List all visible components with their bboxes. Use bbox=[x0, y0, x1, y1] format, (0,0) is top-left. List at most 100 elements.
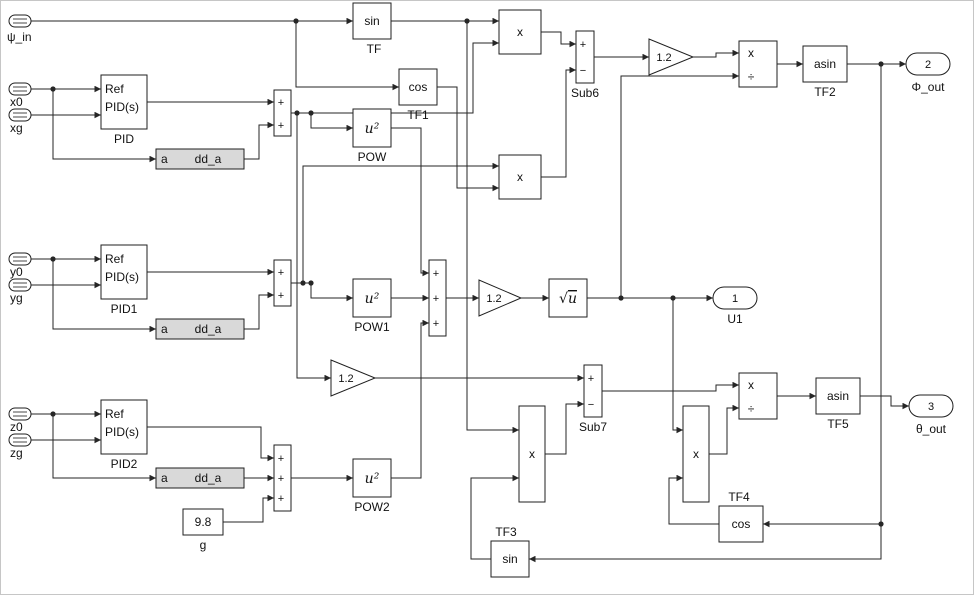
wire-gain-to-div-phi[interactable] bbox=[693, 49, 739, 58]
sum-z-block[interactable]: + + + bbox=[273, 444, 292, 512]
gain-u1-body[interactable] bbox=[478, 279, 523, 317]
wire-sin-tf3-to-mult-bl[interactable] bbox=[470, 474, 519, 560]
outport-phi-icon[interactable] bbox=[905, 52, 951, 76]
gain-u1-block[interactable]: 1.2 bbox=[478, 279, 523, 317]
inport-icon[interactable] bbox=[8, 278, 32, 292]
gravity-constant-body[interactable] bbox=[182, 508, 224, 536]
dda-block[interactable]: a dd_a bbox=[155, 148, 245, 170]
pow1-block[interactable]: u² POW1 bbox=[352, 278, 392, 334]
wire-cos-to-mult-mid[interactable] bbox=[437, 86, 499, 192]
wire-psi-to-cos[interactable] bbox=[295, 21, 399, 91]
sin-tf3-body[interactable] bbox=[490, 540, 530, 578]
dda2-block[interactable]: a dd_a bbox=[155, 467, 245, 489]
pid1-body[interactable] bbox=[100, 244, 148, 300]
wire-mult-br-to-div-theta[interactable] bbox=[709, 404, 739, 455]
sqrt-body[interactable] bbox=[548, 278, 588, 318]
mult-bottom-left-body[interactable] bbox=[518, 405, 546, 503]
asin-theta-block[interactable]: asin TF5 bbox=[815, 377, 861, 431]
wire-pow2-to-sumsq[interactable] bbox=[391, 319, 429, 479]
inport-zg[interactable]: zg bbox=[8, 433, 32, 460]
divide-theta-block[interactable]: x ÷ bbox=[738, 372, 778, 420]
cos-tf4-block[interactable]: cos TF4 bbox=[718, 490, 764, 543]
sum-y-body[interactable] bbox=[273, 259, 292, 307]
inport-yg[interactable]: yg bbox=[8, 278, 32, 305]
cos-tf1-body[interactable] bbox=[398, 68, 438, 106]
gravity-constant-block[interactable]: 9.8 g bbox=[182, 508, 224, 552]
wire-mult-bl-to-sub7[interactable] bbox=[545, 400, 584, 455]
asin-phi-body[interactable] bbox=[802, 45, 848, 83]
wire-cos-tf4-to-mult-br[interactable] bbox=[668, 474, 719, 525]
pid1-block[interactable]: Ref PID(s) PID1 bbox=[100, 244, 148, 316]
wire-mult-mid-to-sub6[interactable] bbox=[541, 66, 576, 178]
outport-theta-icon[interactable] bbox=[908, 394, 954, 418]
wire-g-to-sumz[interactable] bbox=[223, 494, 274, 523]
wire-sumx-to-pow[interactable] bbox=[310, 113, 353, 132]
wire-dda1-to-sumy[interactable] bbox=[244, 291, 274, 330]
wire-pid2-to-sumz[interactable] bbox=[147, 426, 274, 462]
pid-block[interactable]: Ref PID(s) PID bbox=[100, 74, 148, 146]
outport-phi[interactable]: 2 Φ_out bbox=[905, 52, 951, 94]
outport-u1[interactable]: 1 U1 bbox=[712, 286, 758, 326]
wire-sumy-to-pow1[interactable] bbox=[291, 282, 353, 302]
sub6-block[interactable]: + − Sub6 bbox=[571, 30, 599, 100]
sum-y-block[interactable]: + + bbox=[273, 259, 292, 307]
pid2-body[interactable] bbox=[100, 399, 148, 455]
inport-icon[interactable] bbox=[8, 433, 32, 447]
mult-mid-block[interactable]: x bbox=[498, 154, 542, 200]
sub7-body[interactable] bbox=[583, 364, 603, 418]
inport-x0[interactable]: x0 bbox=[8, 82, 32, 109]
inport-y0[interactable]: y0 bbox=[8, 252, 32, 279]
wire-x0-to-dda[interactable] bbox=[52, 89, 156, 163]
sin-tf-block[interactable]: sin TF bbox=[352, 2, 392, 56]
gain-theta-body[interactable] bbox=[330, 359, 377, 397]
wire-pow-to-sumsq[interactable] bbox=[391, 127, 429, 277]
pid2-block[interactable]: Ref PID(s) PID2 bbox=[100, 399, 148, 471]
mult-bottom-right-body[interactable] bbox=[682, 405, 710, 503]
inport-icon[interactable] bbox=[8, 252, 32, 266]
cos-tf1-block[interactable]: cos TF1 bbox=[398, 68, 438, 122]
dda1-body[interactable] bbox=[155, 318, 245, 340]
mult-top-block[interactable]: x bbox=[498, 9, 542, 55]
wire-sumx-to-mult-top[interactable] bbox=[291, 39, 499, 114]
wire-sumx-to-gain-theta[interactable] bbox=[296, 113, 331, 382]
sin-tf-body[interactable] bbox=[352, 2, 392, 40]
wire-sub7-to-div-theta[interactable] bbox=[602, 381, 739, 392]
wire-dda-to-sumx[interactable] bbox=[244, 121, 274, 160]
asin-theta-body[interactable] bbox=[815, 377, 861, 415]
mult-top-body[interactable] bbox=[498, 9, 542, 55]
asin-phi-block[interactable]: asin TF2 bbox=[802, 45, 848, 99]
sqrt-block[interactable]: √u bbox=[548, 278, 588, 318]
divide-phi-body[interactable] bbox=[738, 40, 778, 88]
inport-z0[interactable]: z0 bbox=[8, 407, 32, 434]
mult-mid-body[interactable] bbox=[498, 154, 542, 200]
outport-theta[interactable]: 3 θ_out bbox=[908, 394, 954, 436]
inport-icon[interactable] bbox=[8, 407, 32, 421]
wire-asin-to-thetaport[interactable] bbox=[860, 395, 909, 410]
sum-squares-body[interactable] bbox=[428, 259, 447, 337]
wire-sin-to-mult-bl[interactable] bbox=[466, 21, 519, 434]
pow-block[interactable]: u² POW bbox=[352, 108, 392, 164]
wire-sumy-to-mult-mid[interactable] bbox=[302, 162, 499, 283]
inport-psi[interactable]: ψ_in bbox=[7, 14, 32, 44]
divide-phi-block[interactable]: x ÷ bbox=[738, 40, 778, 88]
pow2-body[interactable] bbox=[352, 458, 392, 498]
inport-icon[interactable] bbox=[8, 108, 32, 122]
wire-mult-top-to-sub6[interactable] bbox=[541, 31, 576, 48]
sum-z-body[interactable] bbox=[273, 444, 292, 512]
pow2-block[interactable]: u² POW2 bbox=[352, 458, 392, 514]
gain-theta-block[interactable]: 1.2 bbox=[330, 359, 377, 397]
dda1-block[interactable]: a dd_a bbox=[155, 318, 245, 340]
pow-body[interactable] bbox=[352, 108, 392, 148]
inport-icon[interactable] bbox=[8, 14, 32, 28]
dda-body[interactable] bbox=[155, 148, 245, 170]
wire-u1-to-div-phi[interactable] bbox=[620, 72, 739, 298]
mult-bottom-right-block[interactable]: x bbox=[682, 405, 710, 503]
sum-squares-block[interactable]: + + + bbox=[428, 259, 447, 337]
sum-x-body[interactable] bbox=[273, 89, 292, 137]
wire-y0-to-dda1[interactable] bbox=[52, 259, 156, 333]
divide-theta-body[interactable] bbox=[738, 372, 778, 420]
sin-tf3-block[interactable]: sin TF3 bbox=[490, 525, 530, 578]
pid-body[interactable] bbox=[100, 74, 148, 130]
cos-tf4-body[interactable] bbox=[718, 505, 764, 543]
sum-x-block[interactable]: + + bbox=[273, 89, 292, 137]
